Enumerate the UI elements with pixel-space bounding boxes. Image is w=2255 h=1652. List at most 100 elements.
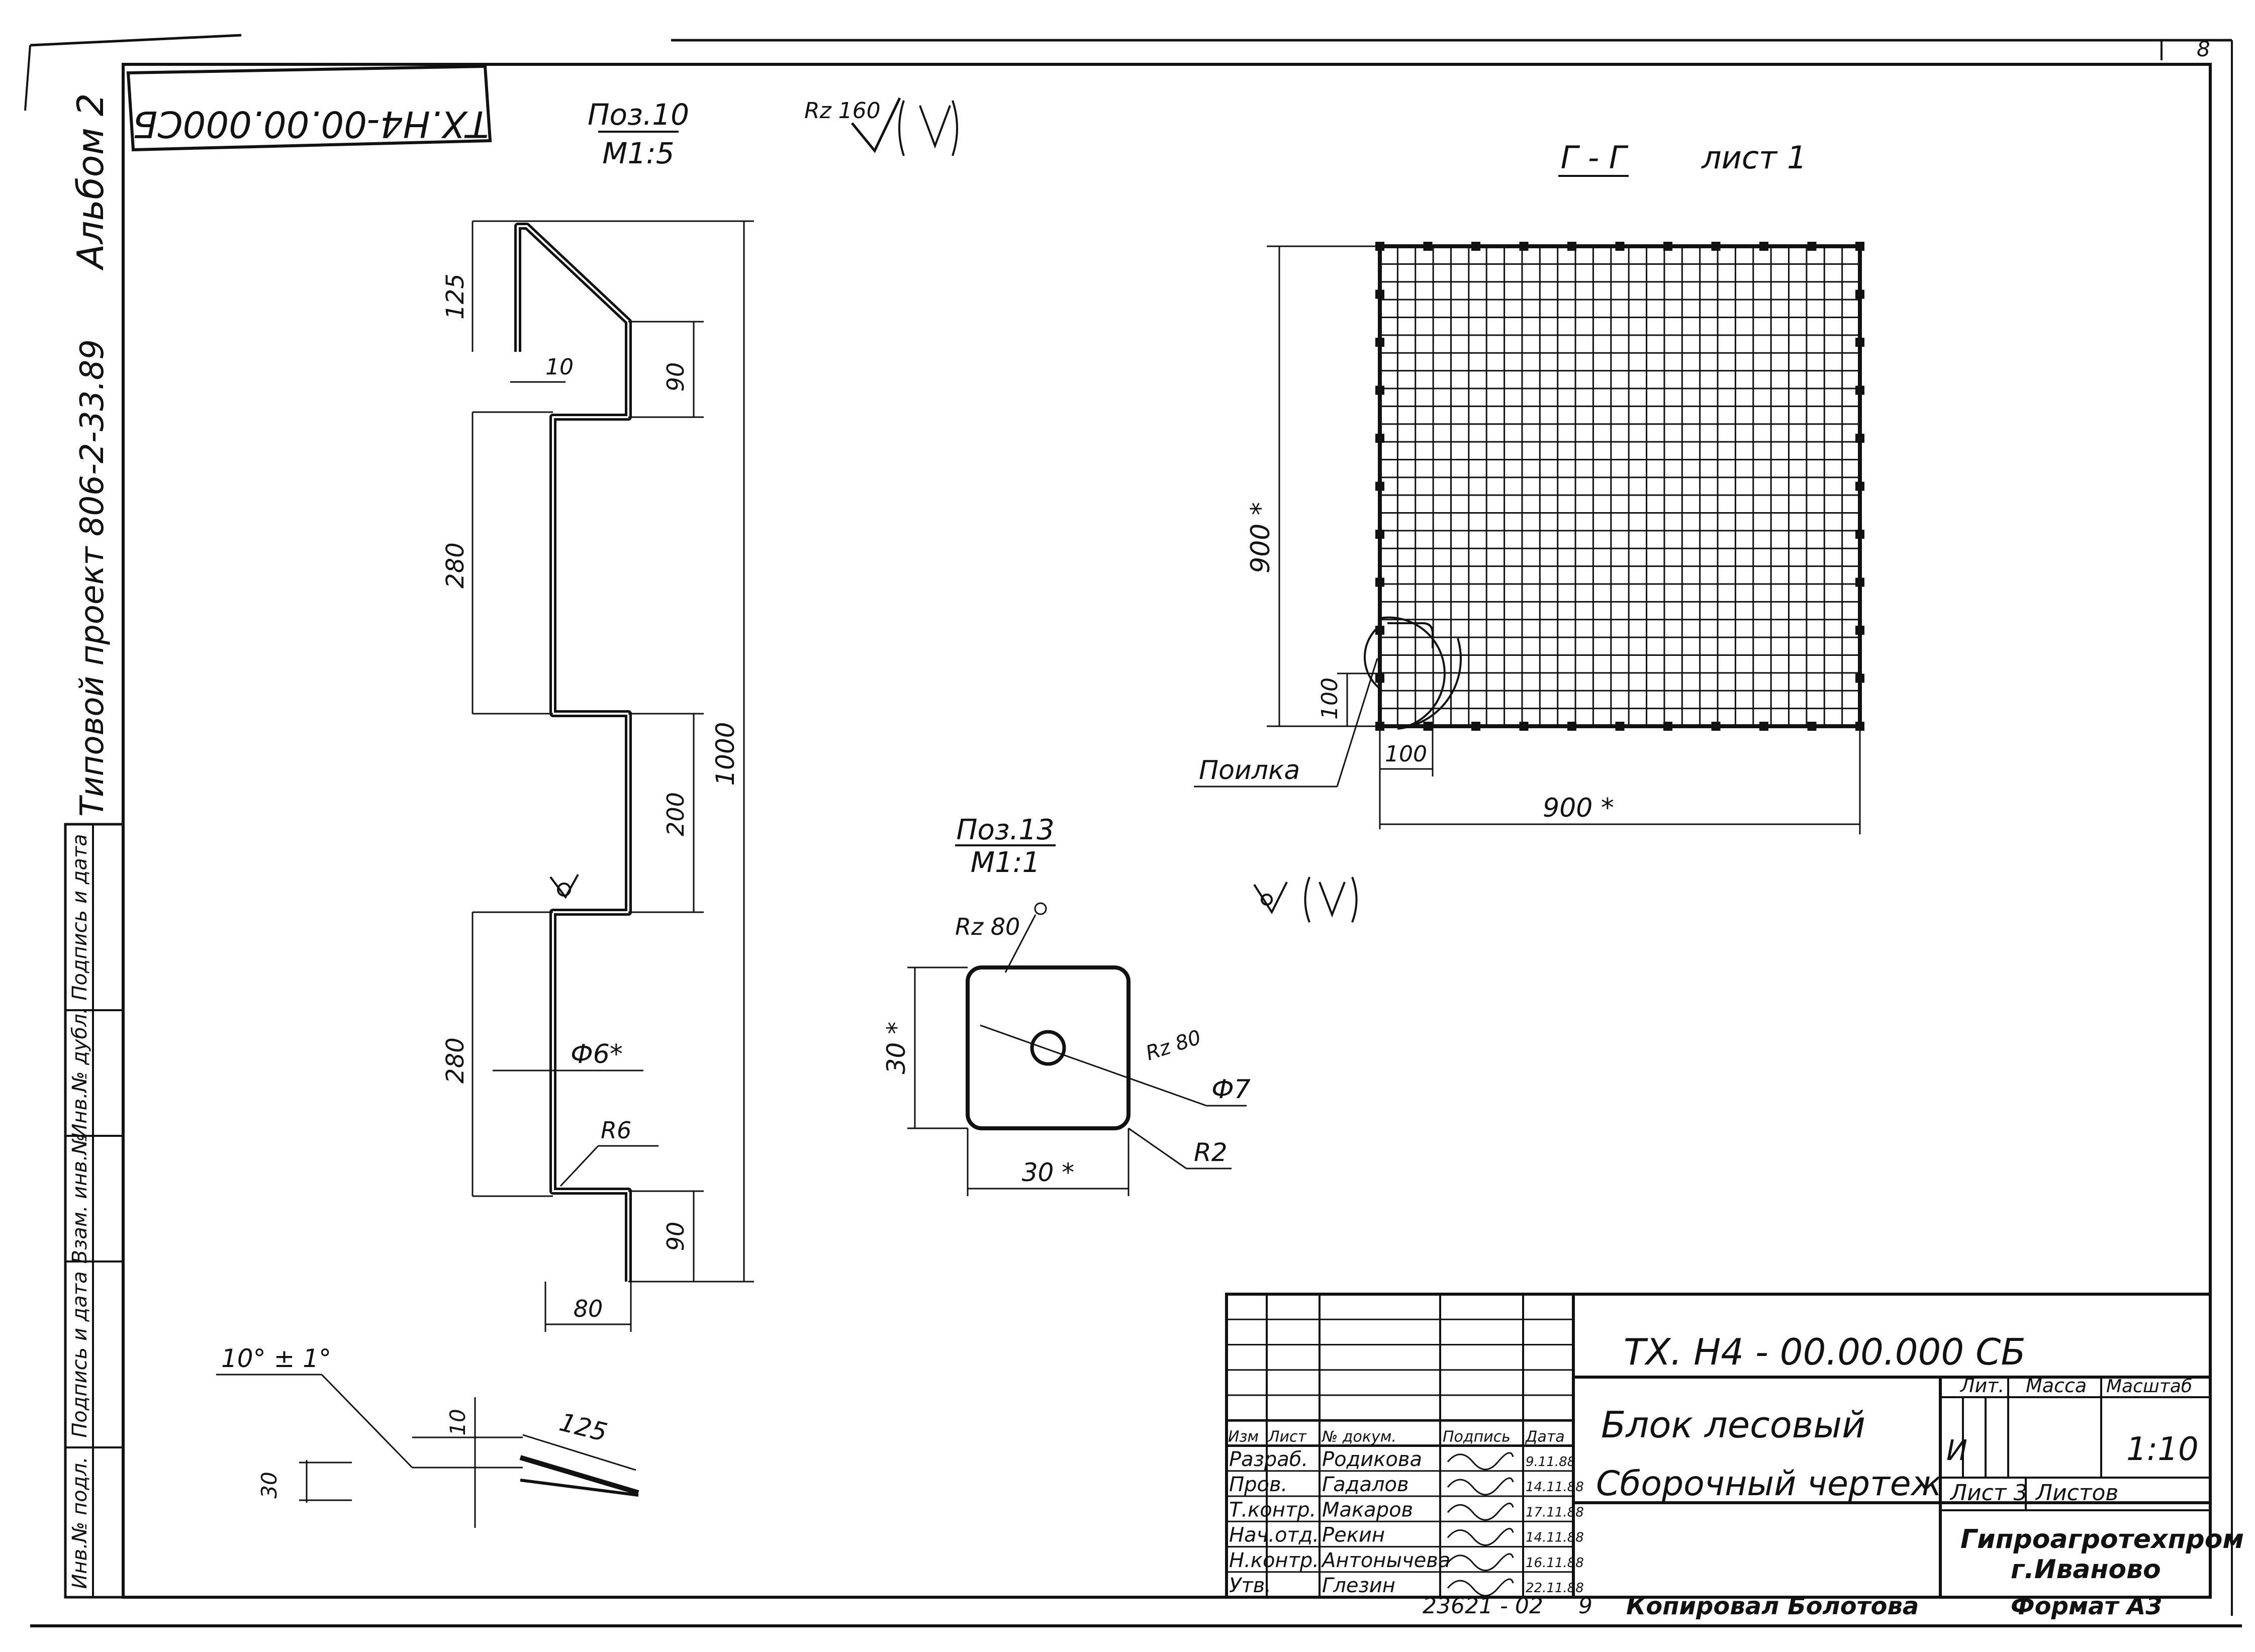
pos10-roughness: Rz 160 (804, 98, 881, 124)
strip-cell-repl-inv: Взам. инв.№ (68, 1134, 91, 1264)
mesh-clip (1855, 626, 1864, 635)
drinker-bracket (1387, 622, 1434, 648)
plate-rz-top: Rz 80 (955, 913, 1020, 940)
section-width: 900 * (1543, 793, 1614, 823)
side-dim-30: 30 (257, 1472, 281, 1498)
mesh-clip (1375, 434, 1384, 443)
plate-radius: R2 (1194, 1138, 1228, 1167)
drinker-arc (1363, 625, 1381, 690)
mesh-clip (1855, 530, 1864, 539)
dim-80: 80 (574, 1295, 603, 1322)
doc-name-line1: Блок лесовый (1601, 1404, 1865, 1446)
pos10-view: Поз.10 М1:5 Rz 160 125 280 280 10 90 200 (216, 97, 958, 1528)
org-line2: г.Иваново (2011, 1554, 2161, 1585)
dim-90-top: 90 (662, 362, 689, 392)
pos10-scale: М1:5 (602, 136, 674, 170)
strip-cell-signature-1: Подпись и дата (68, 834, 91, 1000)
weld-label-leader (1336, 658, 1378, 787)
album-label: Альбом 2 (69, 93, 112, 270)
handwritten-signature (1447, 1477, 1514, 1496)
mesh-clip (1375, 530, 1384, 539)
signature-name: Родикова (1322, 1448, 1422, 1471)
handwritten-signature (1447, 1553, 1514, 1572)
footer-number: 23621 - 02 (1423, 1593, 1543, 1619)
mesh-clip (1855, 577, 1864, 587)
stamp-code: ТХ.Н4-00.00.000СБ (133, 103, 489, 145)
signature-date: 16.11.88 (1526, 1556, 1584, 1571)
pos13-title: Поз.13 (956, 814, 1054, 846)
mesh-clip (1615, 242, 1625, 251)
mesh-clip (1471, 242, 1480, 251)
hole-leader (980, 1024, 1207, 1107)
handwritten-signature (1447, 1502, 1514, 1521)
sheet-number: 8 (2197, 37, 2210, 61)
mesh-clip (1375, 481, 1384, 491)
lit-label: Лит. (1959, 1375, 2005, 1397)
section-height: 900 * (1246, 502, 1276, 573)
copied-by: Копировал Болотова (1626, 1592, 1919, 1620)
cell-height: 100 (1317, 677, 1343, 720)
strip-cell-orig-inv: Инв.№ подл. (68, 1456, 91, 1589)
mesh-clip (1519, 242, 1529, 251)
mesh-clip (1807, 722, 1817, 731)
hole-diameter: Ф7 (1211, 1075, 1251, 1105)
mesh-clip (1711, 722, 1721, 731)
signature-header-cell: Лист (1268, 1428, 1307, 1446)
org-line1: Гипроагротехпром (1960, 1524, 2244, 1554)
mesh-clip (1855, 673, 1864, 683)
dim-line-125-side (522, 1434, 636, 1471)
signature-role: Т.контр. (1229, 1498, 1316, 1521)
top-left-corner-line (24, 45, 31, 111)
top-left-edge-line (30, 34, 242, 47)
plate-rz-side: Rz 80 (1143, 1026, 1204, 1065)
rz-top-circle-icon (1034, 902, 1047, 915)
document-stamp-box (126, 64, 492, 152)
weld-mark-icon (549, 874, 579, 899)
left-strip-frame (64, 823, 125, 1599)
strip-cell-dup-inv: Инв.№ дубл. (68, 1008, 91, 1139)
signature-role: Нач.отд. (1229, 1524, 1319, 1547)
mesh-clip (1855, 385, 1864, 395)
mesh-clip (1375, 577, 1384, 587)
doc-name-line2: Сборочный чертеж (1596, 1464, 1942, 1504)
mesh-clip (1423, 722, 1433, 731)
signature-date: 14.11.88 (1526, 1480, 1584, 1495)
signature-name: Макаров (1322, 1498, 1413, 1521)
sheet-label: Лист 3 (1949, 1480, 2027, 1506)
signature-name: Гадалов (1322, 1473, 1409, 1496)
pos13-view: Поз.13 М1:1 Ф7 Rz 80 Rz 80 R2 30 * 30 * (882, 814, 1358, 1196)
dim-1000: 1000 (711, 722, 740, 786)
cell-width: 100 (1385, 741, 1427, 767)
roughness-weld-icon (1253, 882, 1288, 915)
signature-header-cell: Изм (1228, 1428, 1259, 1446)
mesh-clip (1663, 242, 1672, 251)
signature-date: 22.11.88 (1526, 1581, 1584, 1596)
pos10-title: Поз.10 (588, 98, 689, 132)
mesh-clip (1855, 242, 1864, 251)
signature-name: Глезин (1322, 1574, 1395, 1597)
mesh-clip (1855, 481, 1864, 491)
mass-label: Масса (2026, 1375, 2087, 1397)
sheet-format: Формат А3 (2011, 1592, 2163, 1620)
footer-sheet: 9 (1578, 1593, 1592, 1619)
plate-width: 30 * (1022, 1158, 1075, 1187)
mesh-clip (1519, 722, 1529, 731)
drinker-outline (1379, 616, 1462, 730)
signature-name: Антонычева (1321, 1549, 1450, 1572)
signature-role: Н.контр. (1229, 1549, 1319, 1572)
dim-r6: R6 (601, 1117, 631, 1144)
mesh-clip (1375, 385, 1384, 395)
dim-280-bottom: 280 (441, 1037, 469, 1084)
dim-125: 125 (441, 273, 469, 320)
mesh-clip (1663, 722, 1672, 731)
dim-280-top: 280 (441, 542, 469, 589)
mesh-clip (1711, 242, 1721, 251)
signature-header-cell: Подпись (1443, 1428, 1511, 1446)
signature-date: 14.11.88 (1526, 1530, 1584, 1545)
plate-square (966, 965, 1131, 1130)
mesh-clip (1567, 722, 1576, 731)
strip-cell-signature-2: Подпись и дата (68, 1271, 91, 1437)
mesh-clip (1375, 338, 1384, 347)
